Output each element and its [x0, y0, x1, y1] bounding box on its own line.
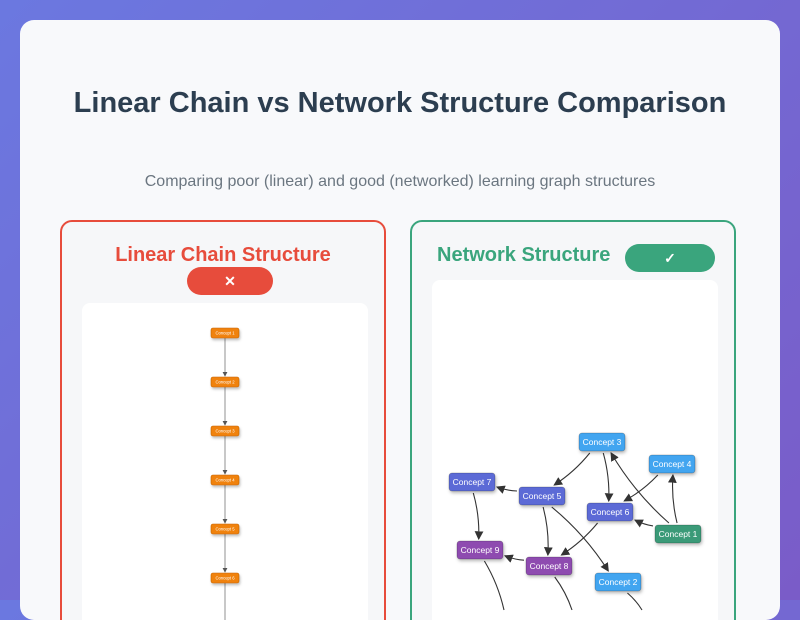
network-node-label: Concept 2 — [599, 577, 638, 587]
linear-node-label: Concept 1 — [215, 331, 235, 336]
network-edge — [483, 560, 505, 611]
page-subtitle: Comparing poor (linear) and good (networ… — [144, 173, 656, 190]
network-node-label: Concept 1 — [659, 529, 698, 539]
network-edge — [634, 519, 654, 528]
good-badge: ✓ GOOD — [625, 244, 715, 294]
linear-panel-title: Linear Chain Structure — [115, 244, 331, 266]
linear-graph: Concept 1 Concept 2 Concept 3 Concept 4 Conc… — [210, 327, 240, 620]
network-graph: Concept 3 Concept 4 Concept 7 Concept 5 Conc… — [448, 432, 702, 611]
network-edge — [553, 452, 591, 486]
network-edge — [472, 492, 484, 541]
network-node-label: Concept 9 — [461, 545, 500, 555]
network-node-label: Concept 7 — [453, 477, 492, 487]
linear-chain-panel: Linear Chain Structure ✕ POOR Concept 1C… — [60, 220, 386, 620]
network-edge — [551, 506, 609, 572]
network-node[interactable]: Concept 9 — [456, 540, 504, 560]
linear-node[interactable]: Concept 2 — [210, 376, 240, 388]
network-node-label: Concept 3 — [583, 437, 622, 447]
linear-node[interactable]: Concept 5 — [210, 523, 240, 535]
linear-node-label: Concept 3 — [215, 429, 235, 434]
network-panel-title: Network Structure — [437, 244, 611, 266]
network-panel: Network Structure ✓ GOOD Concept 3Concep… — [410, 220, 736, 620]
network-node[interactable]: Concept 4 — [648, 454, 696, 474]
network-edge — [602, 452, 614, 503]
linear-node[interactable]: Concept 3 — [210, 425, 240, 437]
network-graph-canvas[interactable]: Concept 3 Concept 4 Concept 7 Concept 5 Conc… — [432, 280, 718, 620]
linear-nodes: Concept 1 Concept 2 Concept 3 Concept 4 Conc… — [210, 327, 240, 584]
network-node-label: Concept 4 — [653, 459, 692, 469]
linear-node-label: Concept 4 — [215, 478, 235, 483]
linear-node-label: Concept 2 — [215, 380, 235, 385]
network-edge — [623, 474, 659, 502]
network-node[interactable]: Concept 2 — [594, 572, 642, 592]
network-edges — [472, 452, 678, 611]
linear-node[interactable]: Concept 1 — [210, 327, 240, 339]
network-nodes: Concept 3 Concept 4 Concept 7 Concept 5 Conc… — [448, 432, 702, 592]
linear-node[interactable]: Concept 4 — [210, 474, 240, 486]
network-node[interactable]: Concept 5 — [518, 486, 566, 506]
network-edge — [627, 592, 643, 611]
network-edge — [610, 452, 670, 524]
network-edge — [495, 485, 518, 494]
network-edge — [667, 473, 678, 524]
linear-node-label: Concept 6 — [215, 576, 235, 581]
network-node[interactable]: Concept 3 — [578, 432, 626, 452]
network-node-label: Concept 8 — [530, 561, 569, 571]
network-edge — [554, 576, 573, 611]
network-node[interactable]: Concept 1 — [654, 524, 702, 544]
linear-node[interactable]: Concept 6 — [210, 572, 240, 584]
network-node[interactable]: Concept 8 — [525, 556, 573, 576]
network-node[interactable]: Concept 6 — [586, 502, 634, 522]
network-edge — [503, 554, 525, 563]
network-node-label: Concept 6 — [591, 507, 630, 517]
page-title: Linear Chain vs Network Structure Compar… — [73, 87, 727, 119]
network-node-label: Concept 5 — [523, 491, 562, 501]
linear-graph-canvas[interactable]: Concept 1 Concept 2 Concept 3 Concept 4 Conc… — [82, 303, 368, 620]
poor-badge: ✕ POOR — [187, 267, 273, 317]
linear-node-label: Concept 5 — [215, 527, 235, 532]
network-edge — [560, 522, 598, 556]
comparison-card: Linear Chain vs Network Structure Compar… — [20, 20, 780, 620]
network-edge — [542, 506, 553, 557]
network-node[interactable]: Concept 7 — [448, 472, 496, 492]
